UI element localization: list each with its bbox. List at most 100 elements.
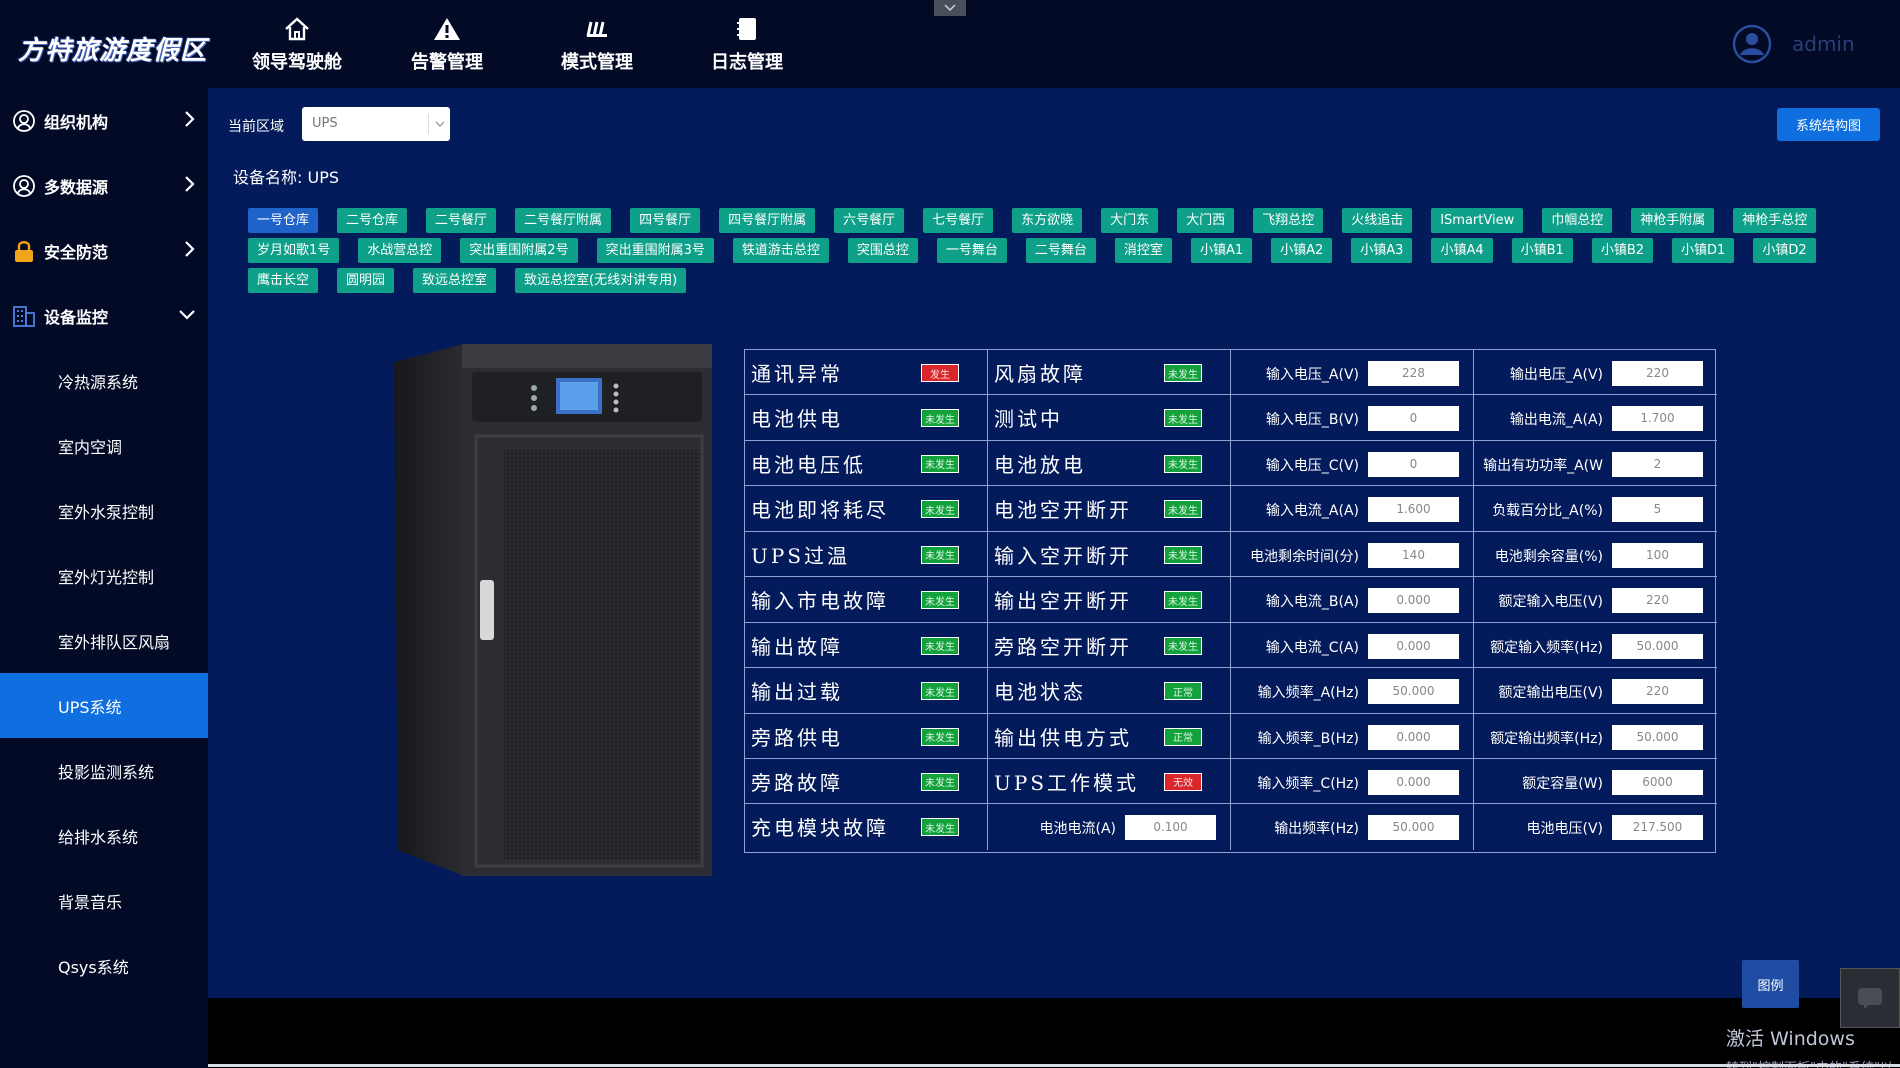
status-label: 输出故障: [751, 634, 843, 659]
status-badge: 未发生: [1164, 500, 1202, 519]
status-label: 输出供电方式: [994, 725, 1132, 750]
status-badge: 未发生: [921, 454, 959, 473]
measure-cell: 输入电流_A(A)1.600: [1231, 486, 1474, 532]
app-logo-title: 方特旅游度假区: [18, 36, 208, 66]
measure-cell: 输入电压_A(V)228: [1231, 350, 1474, 396]
sidebar-item-hvac-source[interactable]: 冷热源系统: [58, 372, 139, 392]
sidebar-item-water[interactable]: 给排水系统: [58, 827, 139, 847]
status-label: 风扇故障: [994, 362, 1086, 386]
location-chip[interactable]: 大门西: [1177, 208, 1235, 233]
location-chip[interactable]: 神枪手附属: [1631, 208, 1715, 233]
user-menu[interactable]: admin: [1732, 24, 1855, 64]
location-chip[interactable]: 二号舞台: [1025, 238, 1096, 263]
collapse-header-toggle[interactable]: [934, 0, 966, 16]
location-chip[interactable]: 突出重围附属3号: [596, 238, 714, 263]
sidebar-item-outdoor-pump[interactable]: 室外水泵控制: [58, 502, 155, 522]
location-chip[interactable]: ISmartView: [1431, 208, 1524, 233]
location-chip[interactable]: 铁道游击总控: [732, 238, 829, 263]
location-chip[interactable]: 小镇B2: [1591, 238, 1654, 263]
location-chip[interactable]: 七号餐厅: [923, 208, 994, 233]
status-cell: 电池状态正常: [988, 668, 1231, 714]
sidebar-item-indoor-ac[interactable]: 室内空调: [58, 437, 123, 457]
sidebar-group-org[interactable]: 组织机构: [0, 88, 208, 153]
sidebar-item-projection[interactable]: 投影监测系统: [58, 762, 155, 782]
topnav-alarm[interactable]: 告警管理: [372, 14, 522, 74]
measure-value-field: 228: [1368, 361, 1459, 386]
location-chip[interactable]: 小镇A2: [1271, 238, 1333, 263]
region-select-value: UPS: [312, 116, 338, 131]
location-chip[interactable]: 飞翔总控: [1253, 208, 1324, 233]
location-chip[interactable]: 小镇D2: [1753, 238, 1816, 263]
sidebar-group-device-monitor[interactable]: 设备监控: [0, 283, 208, 348]
location-chip[interactable]: 六号餐厅: [834, 208, 905, 233]
measure-label: 输出有功功率_A(W: [1483, 457, 1603, 474]
measure-label: 输入频率_B(Hz): [1257, 730, 1359, 747]
location-chip[interactable]: 圆明园: [337, 268, 395, 293]
location-chip[interactable]: 水战营总控: [358, 238, 442, 263]
location-chip[interactable]: 鹰击长空: [248, 268, 319, 293]
location-chip[interactable]: 小镇B1: [1511, 238, 1573, 263]
location-chip[interactable]: 大门东: [1101, 208, 1159, 233]
location-chip[interactable]: 一号仓库: [248, 208, 319, 233]
location-chip[interactable]: 消控室: [1114, 238, 1172, 263]
sidebar-item-bgm[interactable]: 背景音乐: [58, 892, 123, 912]
location-chip[interactable]: 巾帼总控: [1542, 208, 1613, 233]
status-label: 电池空开断开: [994, 498, 1132, 523]
location-chip[interactable]: 火线追击: [1342, 208, 1413, 233]
location-chip[interactable]: 一号舞台: [936, 238, 1007, 263]
location-chip[interactable]: 小镇D1: [1672, 238, 1735, 263]
location-chip[interactable]: 岁月如歌1号: [248, 238, 340, 263]
measure-value-field: 50.000: [1612, 724, 1703, 750]
floating-tool-button[interactable]: [1840, 968, 1900, 1028]
location-chip[interactable]: 致远总控室(无线对讲专用): [515, 268, 687, 293]
activation-title: 激活 Windows: [1726, 1028, 1855, 1050]
status-badge: 未发生: [1164, 454, 1202, 473]
measure-label: 额定输出频率(Hz): [1490, 730, 1603, 747]
topnav-log[interactable]: 日志管理: [672, 14, 822, 74]
bottom-scrollbar[interactable]: [208, 1064, 1900, 1067]
location-chip[interactable]: 致远总控室: [413, 268, 497, 293]
location-chip[interactable]: 二号餐厅: [426, 208, 497, 233]
datasource-icon: [12, 174, 36, 198]
sidebar-item-ups[interactable]: UPS系统: [0, 673, 208, 738]
status-label: 通讯异常: [751, 362, 843, 386]
status-cell: 风扇故障未发生: [988, 350, 1231, 396]
measure-value-field: 140: [1368, 542, 1459, 568]
status-label: 电池电压低: [751, 452, 866, 477]
sidebar-item-qsys[interactable]: Qsys系统: [58, 957, 129, 977]
measure-cell: 输入频率_C(Hz)0.000: [1231, 758, 1474, 805]
location-chip[interactable]: 神枪手总控: [1733, 208, 1817, 233]
location-chip[interactable]: 小镇A3: [1351, 238, 1413, 263]
region-select[interactable]: UPS: [302, 107, 450, 141]
measure-label: 输出电压_A(V): [1509, 367, 1603, 383]
location-chip[interactable]: 突围总控: [847, 238, 918, 263]
main-panel: 当前区域 UPS 系统结构图 设备名称: UPS 一号仓库二号仓库二号餐厅二号餐…: [208, 88, 1900, 1068]
sidebar-item-outdoor-light[interactable]: 室外灯光控制: [58, 567, 155, 587]
location-chip[interactable]: 四号餐厅: [630, 208, 701, 233]
sidebar-group-datasource[interactable]: 多数据源: [0, 153, 208, 218]
sidebar-item-queue-fan[interactable]: 室外排队区风扇: [58, 632, 171, 652]
lock-icon: [12, 239, 36, 263]
location-chip[interactable]: 突出重围附属2号: [460, 238, 578, 263]
location-chip[interactable]: 小镇A1: [1190, 238, 1253, 263]
location-chip[interactable]: 东方欲晓: [1012, 208, 1083, 233]
chat-icon: [1858, 988, 1882, 1009]
location-chip[interactable]: 二号餐厅附属: [515, 208, 612, 233]
location-chip[interactable]: 二号仓库: [337, 208, 408, 233]
status-cell: 输出故障未发生: [745, 622, 988, 669]
system-structure-button[interactable]: 系统结构图: [1777, 108, 1880, 141]
measure-cell: 输入频率_B(Hz)0.000: [1231, 713, 1474, 759]
location-chip[interactable]: 四号餐厅附属: [719, 208, 816, 233]
warning-icon: [433, 14, 461, 44]
topnav-cockpit[interactable]: 领导驾驶舱: [222, 14, 372, 74]
legend-button[interactable]: 图例: [1742, 960, 1799, 1008]
sidebar-group-security[interactable]: 安全防范: [0, 218, 208, 283]
location-chip[interactable]: 小镇A4: [1431, 238, 1493, 263]
measure-cell: 电池电流(A)0.100: [988, 804, 1231, 850]
measure-label: 负载百分比_A(%): [1492, 503, 1603, 520]
status-label: 旁路供电: [751, 725, 843, 750]
building-icon: [12, 304, 36, 328]
topnav-mode[interactable]: 模式管理: [522, 14, 672, 74]
status-cell: 充电模块故障未发生: [745, 804, 988, 850]
measure-value-field: 0.000: [1368, 769, 1459, 795]
